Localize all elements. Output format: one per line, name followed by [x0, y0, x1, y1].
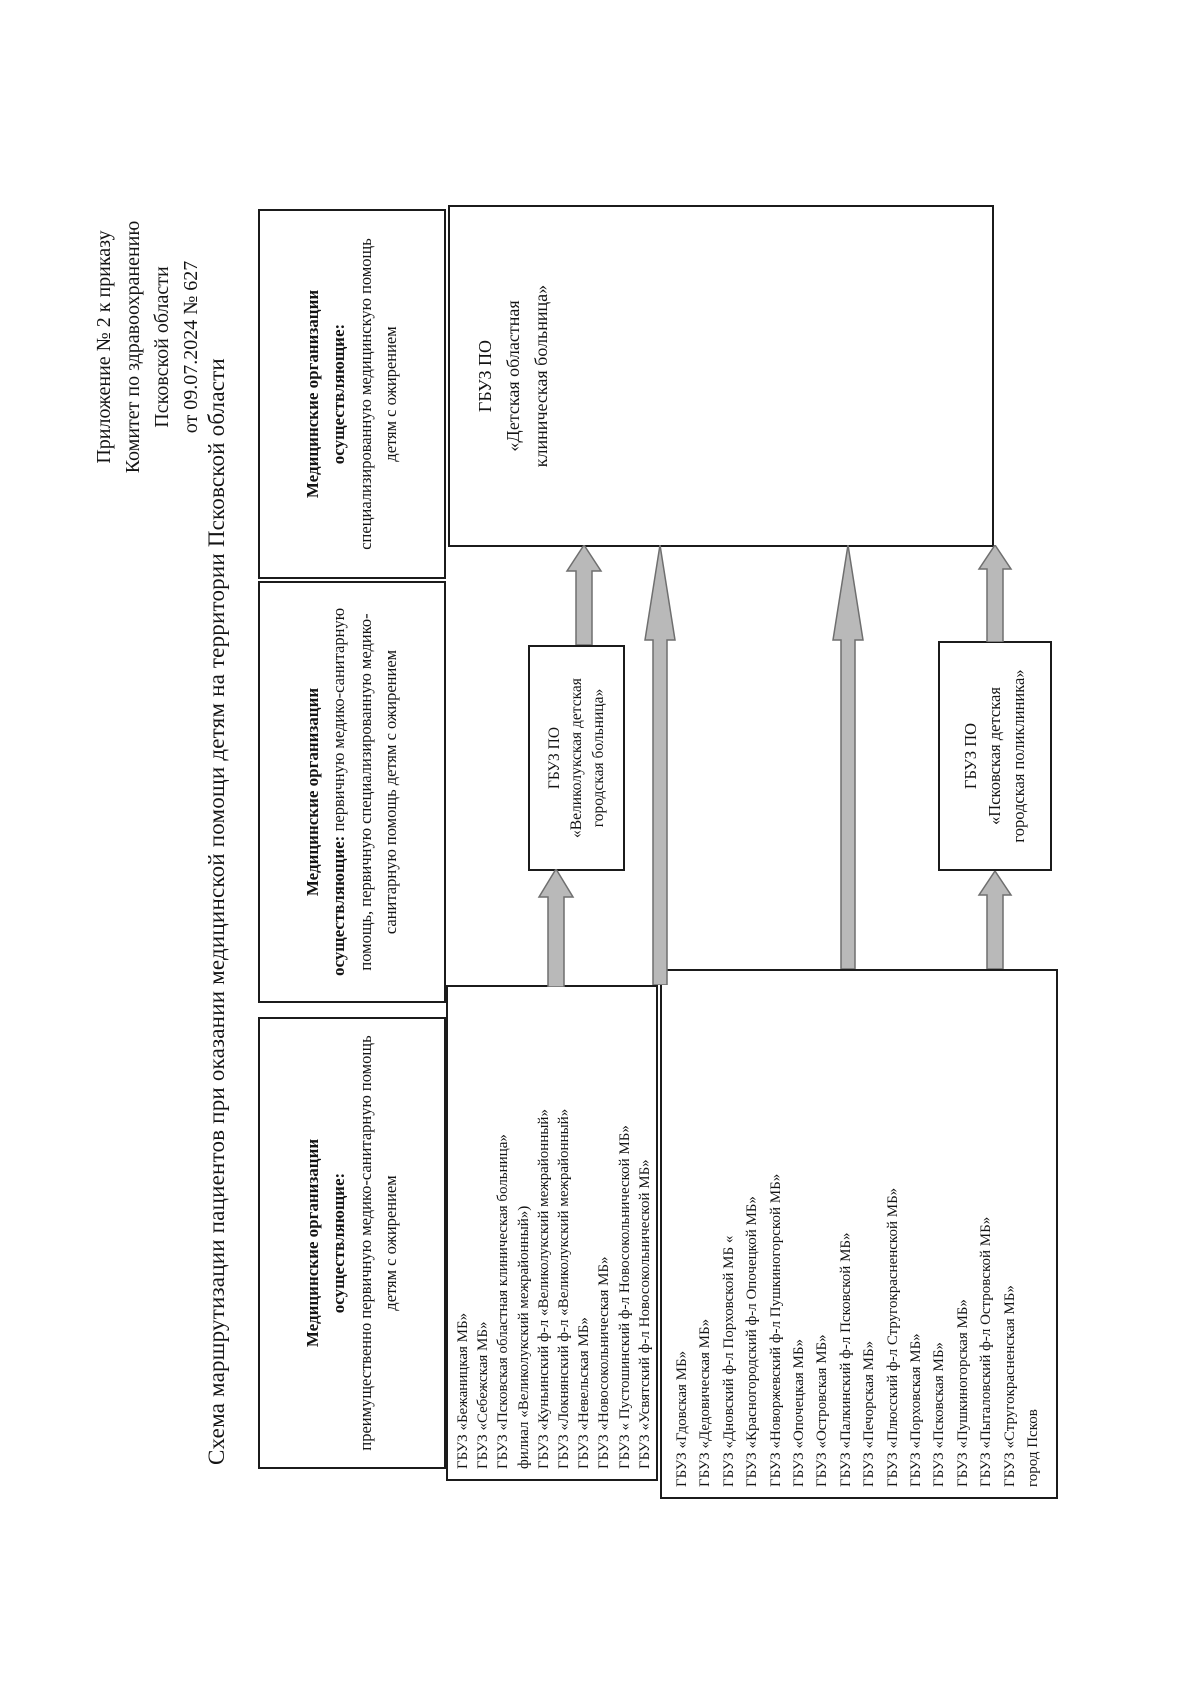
- list-item: филиал «Великолукский межрайонный»): [515, 1205, 532, 1469]
- flow-arrow-list2-to-regional: [832, 545, 864, 969]
- list-item: ГБУЗ «Плюсский ф-л Стругокрасненской МБ»: [884, 1187, 901, 1487]
- list-item: ГБУЗ «Стругокрасненская МБ»: [1001, 1285, 1018, 1487]
- document-title: Схема маршрутизации пациентов при оказан…: [204, 358, 229, 1465]
- flow-arrow-pskovskaya-to-regional: [977, 545, 1013, 642]
- list-item: ГБУЗ «Пушкиногорская МБ»: [954, 1299, 971, 1487]
- header-text: Медицинские организации осуществляющие: …: [303, 238, 401, 550]
- org-box-regional-children-hospital: ГБУЗ ПО «Детская областная клиническая б…: [448, 205, 994, 547]
- list-item: ГБУЗ «Пыталовский ф-л Островской МБ»: [978, 1216, 995, 1487]
- list-item: ГБУЗ «Новосокольническая МБ»: [596, 1256, 613, 1469]
- list-item: ГБУЗ «Усвятский ф-л Новосокольнической М…: [636, 1159, 653, 1469]
- org-box-velikolukskaya-children-hospital: ГБУЗ ПО «Великолукская детская городская…: [528, 645, 625, 871]
- header-box-primary-care: Медицинские организации осуществляющие: …: [258, 1017, 446, 1469]
- list-item: Комитет по здравоохранению: [122, 220, 144, 474]
- org-list-primary: ГБУЗ «Бежаницкая МБ»ГБУЗ «Себежская МБ»Г…: [446, 985, 658, 1481]
- list-item: город Псков: [1025, 1409, 1042, 1487]
- list-item: ГБУЗ «Дедовическая МБ»: [697, 1318, 714, 1487]
- list-item: от 09.07.2024 № 627: [180, 260, 202, 434]
- list-item: ГБУЗ «Куньинский ф-л «Великолукский межр…: [535, 1109, 552, 1469]
- org-list-primary-extended: ГБУЗ «Гдовская МБ» ГБУЗ «Дедовическая МБ»…: [660, 969, 1058, 1499]
- list-item: ГБУЗ «Бежаницкая МБ»: [455, 1312, 471, 1469]
- list-item: ГБУЗ «Псковская областная клиническая бо…: [495, 1134, 512, 1469]
- header-box-primary-specialized-care: Медицинские организации осуществляющие: …: [258, 581, 446, 1003]
- list-item: ГБУЗ «Порховская МБ»: [908, 1333, 925, 1487]
- list-item: Псковской области: [151, 266, 173, 428]
- list-item: Приложение № 2 к приказу: [93, 230, 115, 464]
- list-item: ГБУЗ «Островская МБ»: [814, 1334, 831, 1487]
- header-text: Медицинские организации осуществляющие: …: [303, 607, 401, 977]
- list-item: ГБУЗ «Псковская МБ»: [931, 1342, 948, 1487]
- appendix-block: Приложение № 2 к приказу Комитет по здрав…: [90, 147, 206, 547]
- org-box-pskov-children-polyclinic: ГБУЗ ПО «Псковская детская городская пол…: [938, 641, 1052, 871]
- list-item: ГБУЗ «Палкинский ф-л Псковской МБ»: [837, 1232, 854, 1487]
- header-box-specialized-care: Медицинские организации осуществляющие: …: [258, 209, 446, 579]
- list-item: ГБУЗ «Локнянский ф-л «Великолукский межр…: [556, 1108, 573, 1469]
- list-item: ГБУЗ «Невельская МБ»: [576, 1317, 593, 1469]
- list-item: ГБУЗ « Пустошинский ф-л Новосокольническ…: [616, 1125, 633, 1469]
- flow-arrow-list2-to-pskovskaya: [977, 871, 1013, 969]
- header-text: Медицинские организации осуществляющие: …: [303, 1035, 401, 1451]
- list-item: ГБУЗ «Себежская МБ»: [475, 1321, 492, 1469]
- list-item: ГБУЗ «Новоржевский ф-л Пушкиногорской МБ…: [767, 1173, 784, 1487]
- flow-arrow-list1-to-velikolukskaya: [537, 869, 575, 987]
- flow-arrow-list1-to-regional: [644, 545, 676, 985]
- list-item: ГБУЗ «Дновский ф-л Порховской МБ «: [720, 1235, 737, 1487]
- list-item: ГБУЗ «Гдовская МБ»: [674, 1350, 690, 1487]
- list-item: ГБУЗ «Опочецкая МБ»: [791, 1339, 808, 1487]
- list-item: ГБУЗ «Красногородский ф-л Опочецкой МБ»: [744, 1196, 761, 1487]
- list-item: ГБУЗ «Печорская МБ»: [861, 1340, 878, 1487]
- flow-arrow-velikolukskaya-to-regional: [565, 545, 603, 645]
